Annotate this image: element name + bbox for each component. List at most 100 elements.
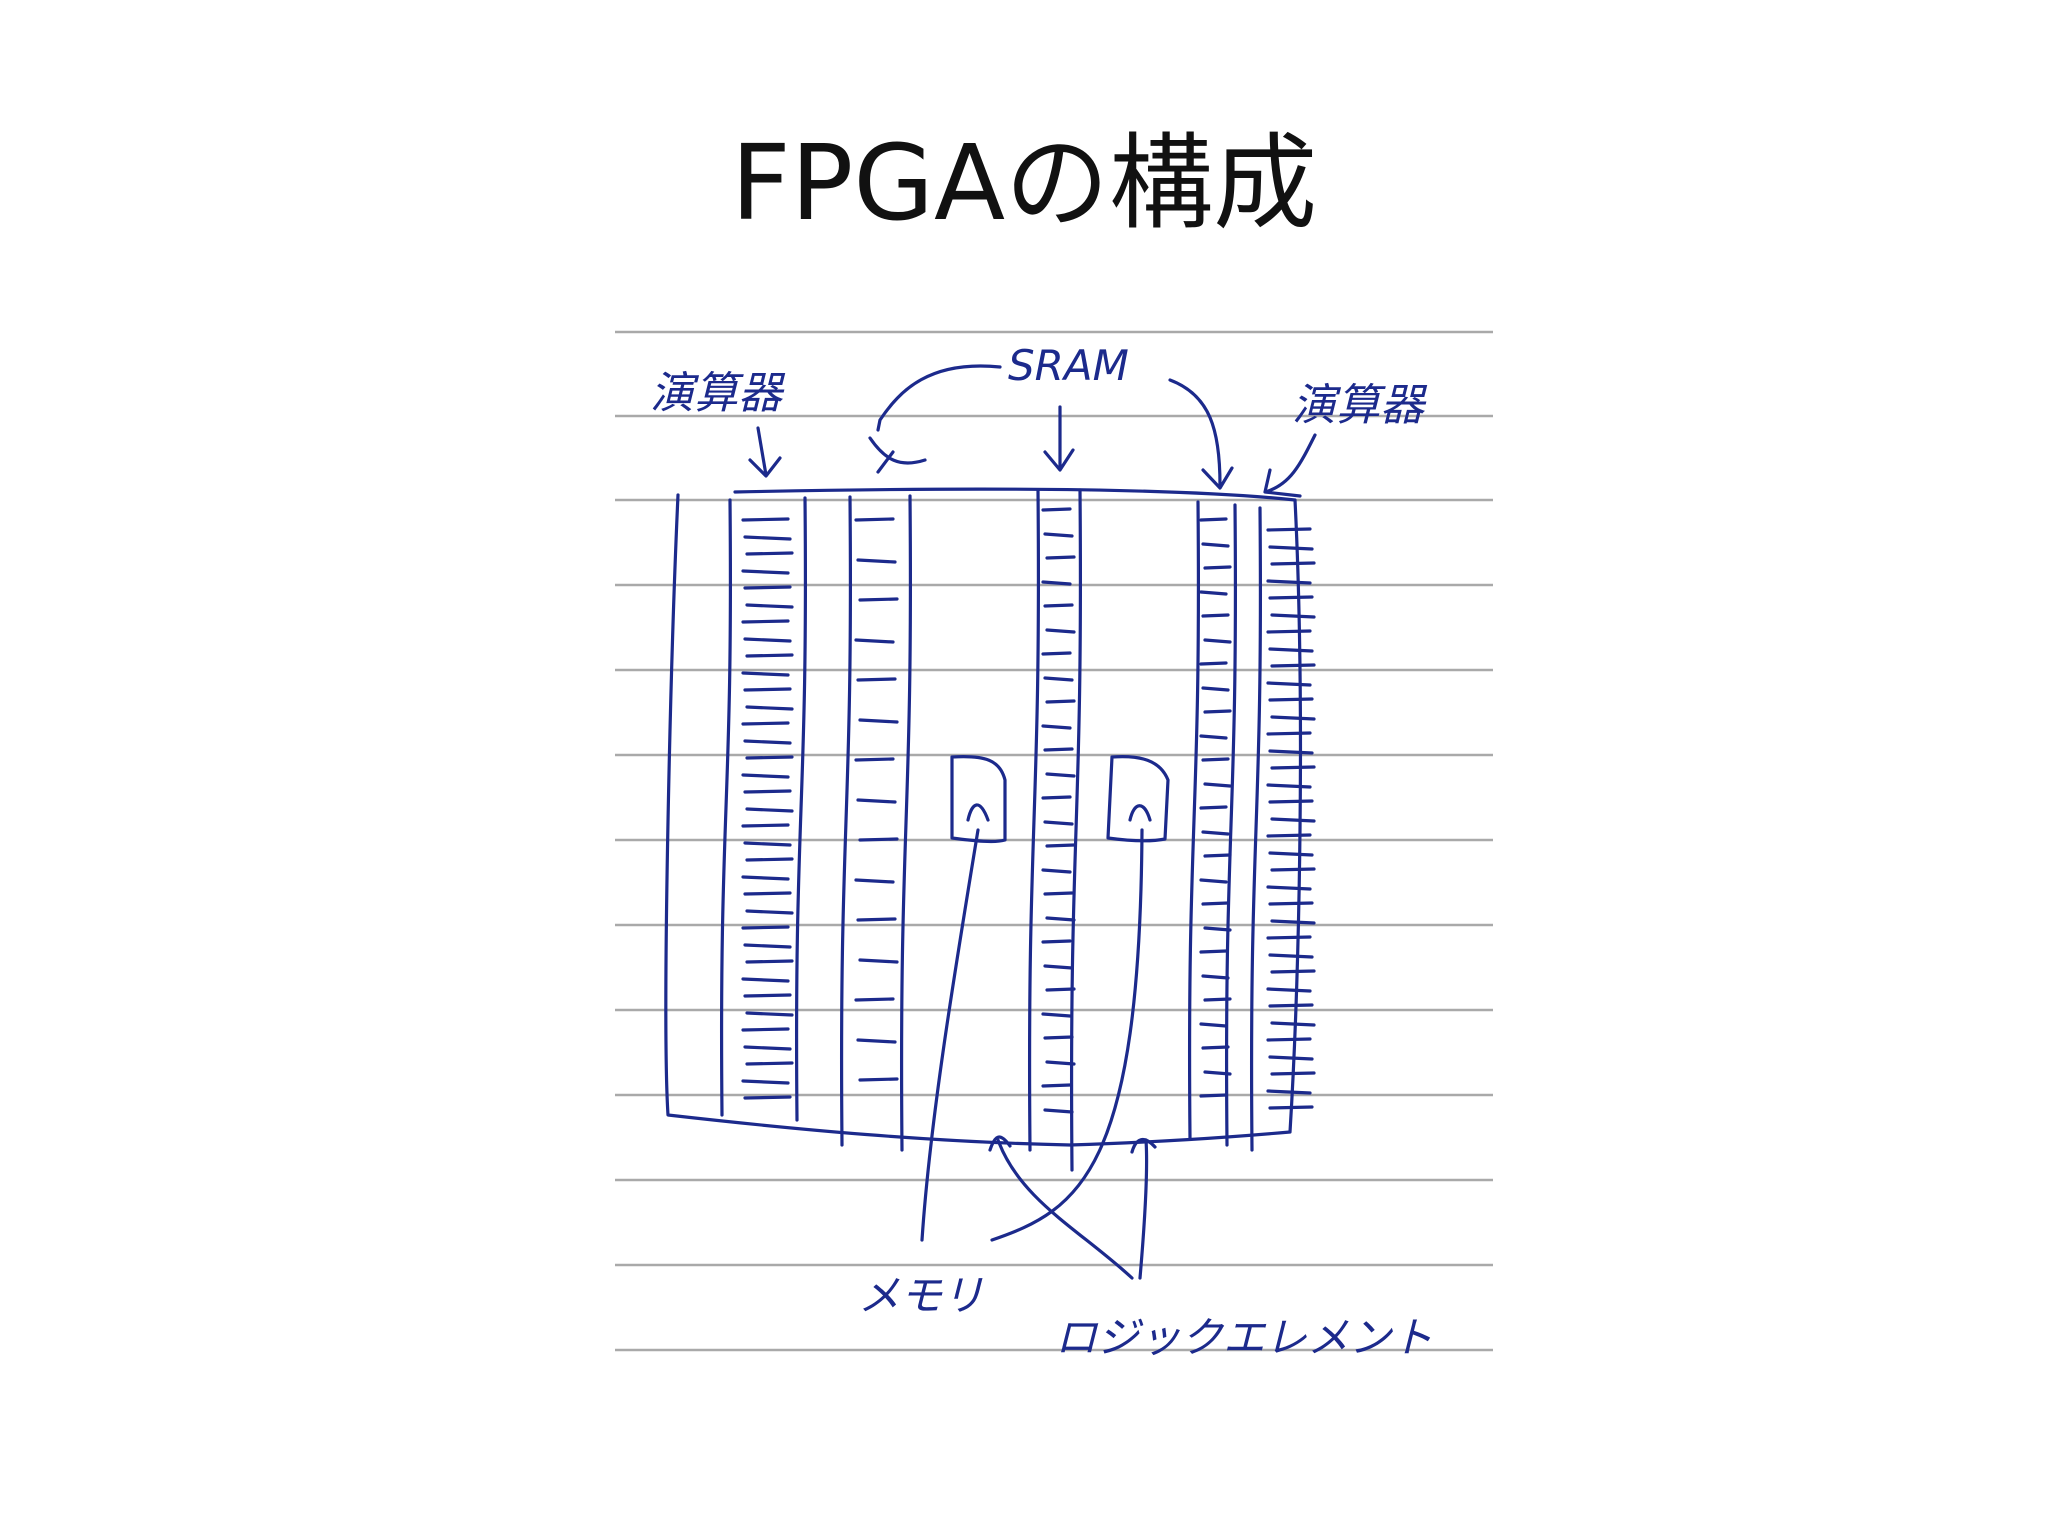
compute-cell-mark <box>1268 901 1314 906</box>
sram-cell-mark <box>1043 891 1074 896</box>
compute-cell-mark <box>1270 1021 1316 1027</box>
column-border <box>839 495 853 1147</box>
compute-cell-mark <box>1268 595 1314 600</box>
sram-cell-mark <box>1041 939 1072 944</box>
sram-cell-mark <box>1201 542 1230 548</box>
fpga-columns <box>719 488 1316 1172</box>
compute-cell-mark <box>743 943 792 949</box>
compute-cell-mark <box>743 841 792 847</box>
compute-right-label: 演算器 <box>1292 380 1428 431</box>
sram-label: SRAM <box>1008 341 1129 390</box>
column-border <box>719 498 733 1117</box>
sram-cell-mark <box>1041 795 1072 800</box>
sram-cell-mark <box>1041 1083 1072 1088</box>
compute-cell-mark <box>1270 613 1316 619</box>
compute-cell-mark <box>1270 663 1316 668</box>
sram-cell-mark <box>1199 590 1228 596</box>
logic-callout-arrow-b <box>988 1135 1012 1152</box>
logic-callout-line-b <box>996 1138 1134 1280</box>
sram-cell-mark <box>1043 1035 1074 1040</box>
sram-cell-mark <box>1045 916 1076 922</box>
sram-cell-mark <box>1203 926 1232 932</box>
sram-cell-mark <box>856 558 897 564</box>
logic-callout-line-c <box>1138 1138 1149 1280</box>
sram-cell-mark <box>1201 974 1230 980</box>
compute-cell-mark <box>1268 749 1314 755</box>
compute-cell-mark <box>745 1011 794 1017</box>
compute-left-arrow <box>748 426 782 478</box>
compute-cell-mark <box>1270 817 1316 823</box>
sram-cell-mark <box>1201 757 1230 762</box>
compute-cell-mark <box>1266 885 1312 891</box>
notebook-rules <box>615 330 1493 1352</box>
compute-cell-mark <box>745 653 794 658</box>
compute-cell-mark <box>1268 647 1314 653</box>
sram-cell-mark <box>858 837 899 842</box>
logic-callout-arrow-c <box>1130 1138 1157 1154</box>
compute-cell-mark <box>741 517 790 522</box>
sram-cell-mark <box>1203 709 1232 714</box>
compute-cell-mark <box>1268 851 1314 857</box>
sram-cell-mark <box>856 1038 897 1044</box>
sram-cell-mark <box>1201 901 1230 906</box>
memory-block <box>950 755 1007 844</box>
compute-cell-mark <box>1266 527 1312 532</box>
compute-cell-mark <box>741 671 790 677</box>
compute-cell-mark <box>1266 629 1312 634</box>
sram-cell-mark <box>1199 1022 1228 1028</box>
memory-callout-line <box>920 828 980 1242</box>
compute-cell-mark <box>1266 833 1312 838</box>
sram-cell-mark <box>856 917 897 922</box>
compute-cell-mark <box>1270 867 1316 872</box>
compute-cell-mark <box>743 891 792 896</box>
sram-cell-mark <box>1043 747 1074 752</box>
sram-cell-mark <box>1045 843 1076 848</box>
memory-block-arrow <box>966 803 990 822</box>
compute-cell-mark <box>745 1061 794 1066</box>
logic-element-label: ロジックエレメント <box>1055 1313 1433 1362</box>
sram-cell-mark <box>1045 699 1076 704</box>
compute-cell-mark <box>745 857 794 862</box>
sram-cell-mark <box>1203 565 1232 570</box>
compute-cell-mark <box>741 875 790 881</box>
compute-cell-mark <box>1266 681 1312 687</box>
compute-cell-mark <box>1270 765 1316 770</box>
compute-cell-mark <box>743 535 792 541</box>
compute-cell-mark <box>1266 1089 1312 1095</box>
compute-cell-mark <box>1270 969 1316 974</box>
sram-cell-mark <box>1043 1108 1074 1114</box>
slide-title: FPGAの構成 <box>730 122 1318 244</box>
compute-cell-mark <box>1268 545 1314 551</box>
sram-cell-mark <box>1041 868 1072 874</box>
compute-cell-mark <box>743 637 792 643</box>
sram-cell-mark <box>1045 772 1076 778</box>
column-border <box>899 494 913 1152</box>
sram-mid-arrow <box>1043 405 1075 472</box>
compute-cell-mark <box>1268 1003 1314 1008</box>
sram-cell-mark <box>858 718 899 724</box>
compute-cell-mark <box>741 1079 790 1085</box>
compute-right-arrow <box>1263 433 1317 498</box>
logic-callout-line-a <box>990 828 1144 1242</box>
logic-block <box>1106 755 1170 843</box>
compute-cell-mark <box>1266 731 1312 736</box>
column-border <box>1249 506 1263 1152</box>
sram-cell-mark <box>1043 820 1074 826</box>
compute-cell-mark <box>1270 1071 1316 1076</box>
sram-cell-mark <box>1041 1012 1072 1018</box>
compute-cell-mark <box>745 959 794 964</box>
compute-cell-mark <box>745 909 794 915</box>
sram-arc-x <box>868 436 927 474</box>
sram-arc-right <box>1168 378 1234 490</box>
sram-cell-mark <box>854 517 895 522</box>
memory-label: メモリ <box>858 1271 984 1320</box>
sram-cell-mark <box>1199 517 1228 522</box>
sram-cell-mark <box>1045 1060 1076 1066</box>
sram-cell-mark <box>1041 724 1072 730</box>
compute-cell-mark <box>741 619 790 624</box>
sram-cell-mark <box>1199 949 1228 954</box>
compute-cell-mark <box>745 755 794 760</box>
sram-cell-mark <box>1043 603 1074 608</box>
sram-cell-mark <box>1043 964 1074 970</box>
compute-cell-mark <box>741 721 790 726</box>
